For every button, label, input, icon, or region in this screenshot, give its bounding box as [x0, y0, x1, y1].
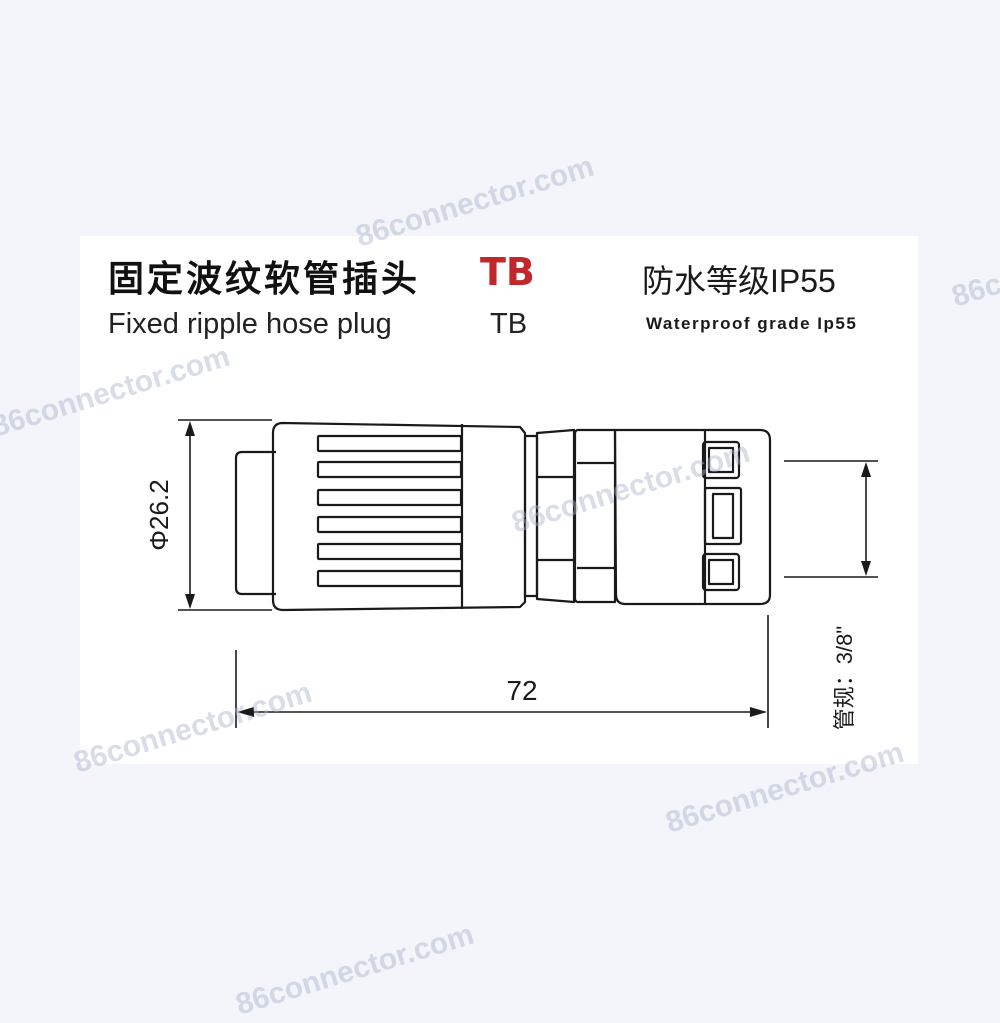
hex-nut [523, 428, 617, 604]
clamp-windows [701, 440, 743, 592]
length-label: 72 [506, 675, 537, 706]
body-ribs [316, 434, 463, 588]
product-code: TB [480, 250, 535, 294]
ribbed-body [271, 421, 527, 612]
rear-cap [234, 450, 276, 596]
pipe-spec-label: 管规：3/8" [832, 626, 857, 730]
clamp-body [613, 428, 707, 606]
diagram-panel [80, 236, 918, 764]
diameter-label: Φ26.2 [144, 479, 174, 550]
clamp-head [705, 428, 772, 606]
connector-drawing: Φ26.2 72 管规：3/8" [144, 419, 878, 730]
product-code-english: TB [490, 308, 528, 340]
waterproof-grade-english: Waterproof grade Ip55 [646, 314, 858, 333]
title-english: Fixed ripple hose plug [108, 308, 392, 340]
waterproof-grade-chinese: 防水等级IP55 [642, 263, 836, 299]
title-chinese: 固定波纹软管插头 [108, 259, 421, 300]
